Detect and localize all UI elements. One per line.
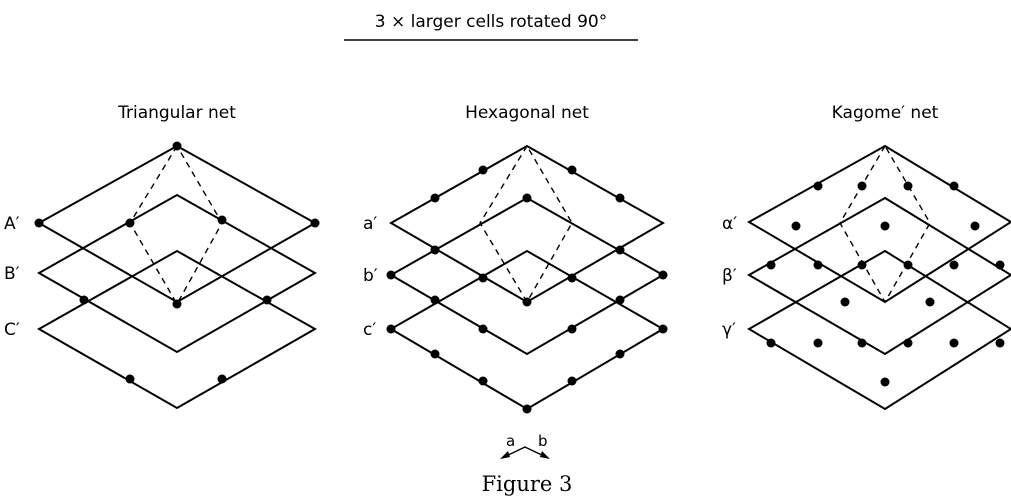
layer-beta-rhombus xyxy=(746,196,1011,356)
panel-triangular: Triangular net A′ B′ C′ xyxy=(4,103,320,410)
atom xyxy=(310,218,320,228)
atom xyxy=(615,349,625,359)
atom xyxy=(386,324,396,334)
atom xyxy=(857,181,867,191)
atom xyxy=(430,193,440,203)
layer-gamma-rhombus xyxy=(747,249,1011,411)
atom xyxy=(567,376,577,386)
axis-label-a: a xyxy=(506,432,515,450)
layer-b-rhombus xyxy=(388,196,666,356)
atom xyxy=(522,297,532,307)
layer-label-beta: β′ xyxy=(722,266,737,286)
atom xyxy=(813,260,823,270)
atom xyxy=(970,221,980,231)
atom xyxy=(791,221,801,231)
atoms-triangular xyxy=(34,141,320,384)
atom xyxy=(478,273,488,283)
atom xyxy=(615,245,625,255)
atoms-kagome xyxy=(766,181,1005,387)
atom xyxy=(217,374,227,384)
atom xyxy=(615,193,625,203)
atom xyxy=(766,338,776,348)
figure-caption: Figure 3 xyxy=(482,472,573,496)
layer-label-gamma: γ′ xyxy=(722,320,736,340)
atom xyxy=(903,260,913,270)
atom xyxy=(522,404,532,414)
layer-label-alpha: α′ xyxy=(722,214,737,234)
atom xyxy=(995,260,1005,270)
layer-label-A: A′ xyxy=(4,214,20,234)
atom xyxy=(949,338,959,348)
atom xyxy=(522,193,532,203)
atom xyxy=(125,374,135,384)
atom xyxy=(567,324,577,334)
panel-kagome: Kagome′ net xyxy=(722,103,1011,411)
atom xyxy=(34,218,44,228)
atom xyxy=(840,297,850,307)
atom xyxy=(949,260,959,270)
panel-title-kagome: Kagome′ net xyxy=(832,103,939,123)
atom xyxy=(813,181,823,191)
atom xyxy=(567,273,577,283)
atom xyxy=(813,338,823,348)
layer-label-a: a′ xyxy=(363,214,377,234)
atom xyxy=(172,299,182,309)
atom xyxy=(478,376,488,386)
atom xyxy=(925,297,935,307)
layer-label-C: C′ xyxy=(4,320,20,340)
layer-label-c: c′ xyxy=(363,320,376,340)
atom xyxy=(857,260,867,270)
atom xyxy=(880,221,890,231)
atom xyxy=(430,295,440,305)
dashed-cell-triangular xyxy=(129,145,223,306)
atom xyxy=(949,181,959,191)
atom xyxy=(430,245,440,255)
atom xyxy=(478,324,488,334)
atom xyxy=(658,324,668,334)
atom xyxy=(880,377,890,387)
atom xyxy=(903,181,913,191)
axis-label-b: b xyxy=(538,432,548,450)
dashed-cell-kagome xyxy=(839,145,931,304)
atom xyxy=(125,218,135,228)
figure-title: 3 × larger cells rotated 90° xyxy=(375,12,607,32)
arrowhead-a xyxy=(500,451,510,459)
atom xyxy=(567,165,577,175)
atoms-hexagonal xyxy=(386,165,668,414)
layer-B-rhombus xyxy=(36,193,318,354)
axis-indicator: a b xyxy=(500,432,550,459)
atom xyxy=(217,215,227,225)
atom xyxy=(658,270,668,280)
layer-c-rhombus xyxy=(389,249,665,411)
panel-title-triangular: Triangular net xyxy=(117,103,236,123)
atom xyxy=(478,165,488,175)
arrowhead-b xyxy=(540,451,550,459)
atom xyxy=(903,338,913,348)
layer-C-rhombus xyxy=(36,249,318,410)
atom xyxy=(857,338,867,348)
atom xyxy=(386,270,396,280)
layer-A-rhombus xyxy=(36,144,318,304)
atom xyxy=(430,349,440,359)
atom xyxy=(172,141,182,151)
atom xyxy=(262,295,272,305)
atom xyxy=(766,260,776,270)
layer-a-rhombus xyxy=(388,144,666,304)
atom xyxy=(615,295,625,305)
layer-label-B: B′ xyxy=(4,264,20,284)
axis-arrows xyxy=(501,446,549,459)
layer-label-b: b′ xyxy=(363,266,378,286)
dashed-cell-hexagonal xyxy=(479,145,573,304)
atom xyxy=(79,295,89,305)
panel-hexagonal: Hexagonal net xyxy=(363,103,668,459)
panel-title-hexagonal: Hexagonal net xyxy=(465,103,589,123)
atom xyxy=(995,338,1005,348)
